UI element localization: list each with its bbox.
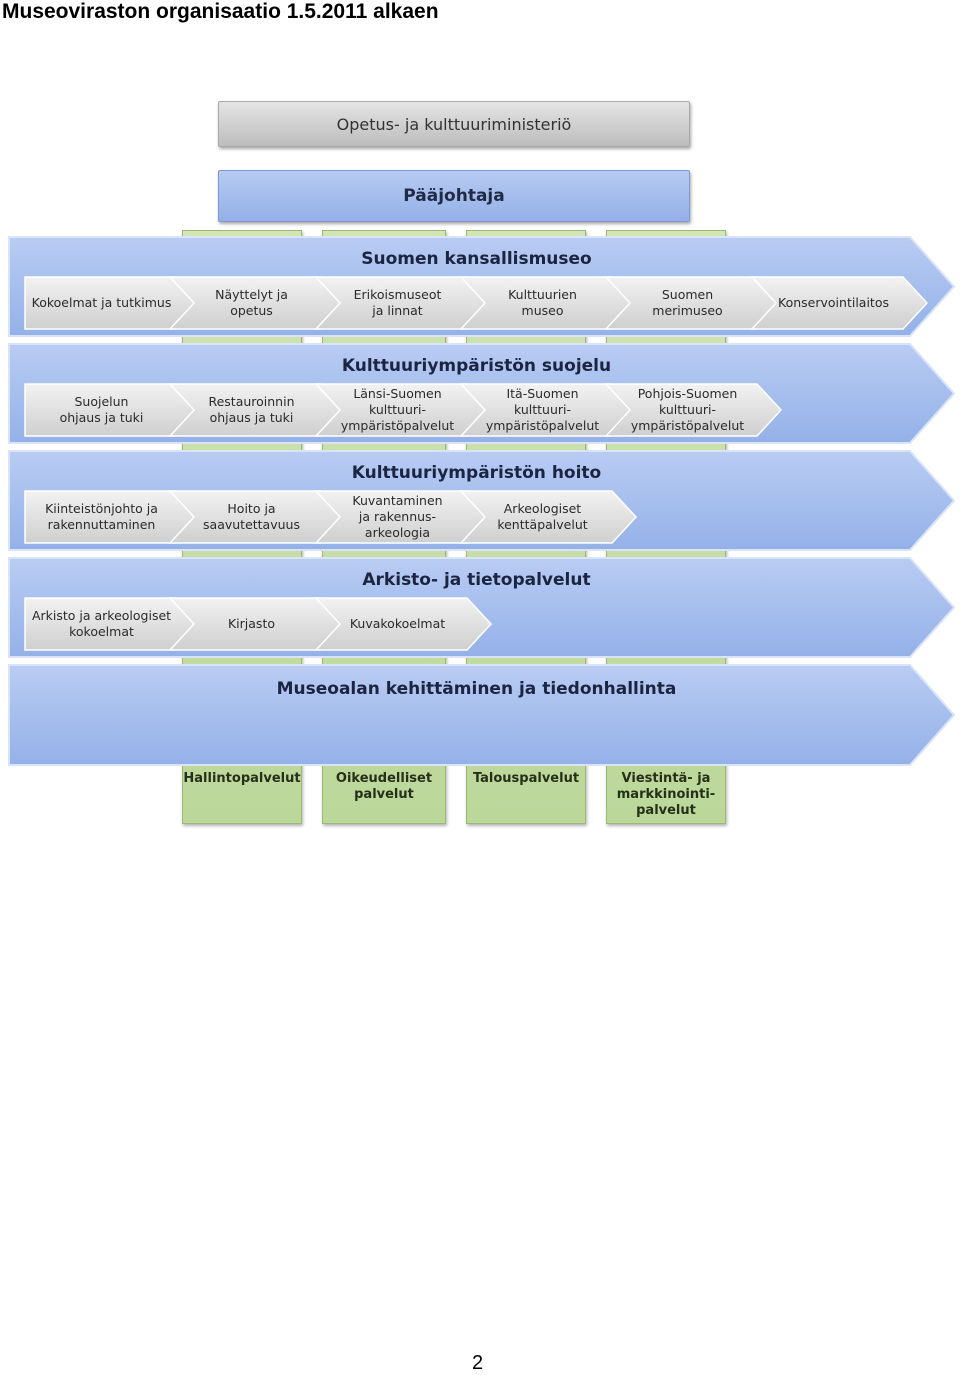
unit-chevron-shape — [750, 276, 929, 330]
page-number: 2 — [472, 1352, 484, 1374]
ministry-box: Opetus- ja kulttuuriministeriö — [218, 101, 690, 147]
department-band-4: Museoalan kehittäminen ja tiedonhallinta — [8, 664, 956, 766]
unit-label: Pohjois-Suomen kulttuuri- ympäristöpalve… — [630, 386, 745, 433]
unit-label: Kuvantaminen ja rakennus- arkeologia — [352, 493, 443, 540]
unit-label: Kulttuurien museo — [508, 287, 577, 318]
support-column-label: Oikeudelliset palvelut — [335, 771, 433, 802]
unit-chevron-shape — [459, 490, 638, 544]
unit-chevron — [604, 383, 783, 437]
director-box: Pääjohtaja — [218, 170, 690, 222]
band-title: Kulttuuriympäristön suojelu — [341, 356, 612, 376]
unit-label: Arkisto ja arkeologiset kokoelmat — [31, 608, 172, 639]
unit-label: Itä-Suomen kulttuuri- ympäristöpalvelut — [485, 386, 600, 433]
unit-label: Näyttelyt ja opetus — [215, 287, 288, 318]
unit-label: Kirjasto — [227, 616, 275, 631]
unit-label: Suojelun ohjaus ja tuki — [59, 394, 144, 425]
unit-chevron — [314, 597, 493, 651]
band-arrow — [8, 664, 956, 766]
unit-chevron — [750, 276, 929, 330]
unit-label: Kokoelmat ja tutkimus — [31, 295, 172, 310]
support-column-label: Viestintä- ja markkinointi- palvelut — [616, 771, 716, 818]
band-title: Kulttuuriympäristön hoito — [351, 463, 602, 483]
unit-chevron-shape — [314, 597, 493, 651]
unit-label: Länsi-Suomen kulttuuri- ympäristöpalvelu… — [340, 386, 455, 433]
support-column-label: Talouspalvelut — [472, 771, 580, 786]
band-title: Arkisto- ja tietopalvelut — [362, 570, 591, 590]
unit-label: Restauroinnin ohjaus ja tuki — [208, 394, 295, 425]
support-column-label: Hallintopalvelut — [183, 771, 301, 786]
unit-label: Kuvakokoelmat — [349, 616, 446, 631]
unit-label: Konservointilaitos — [778, 295, 889, 310]
page-title: Museoviraston organisaatio 1.5.2011 alka… — [2, 0, 439, 23]
band-arrow-shape — [8, 664, 956, 766]
unit-label: Erikoismuseot ja linnat — [353, 287, 442, 318]
band-title: Museoalan kehittäminen ja tiedonhallinta — [276, 679, 677, 699]
ministry-label: Opetus- ja kulttuuriministeriö — [336, 114, 572, 134]
band-title: Suomen kansallismuseo — [361, 249, 592, 269]
unit-label: Arkeologiset kenttäpalvelut — [497, 501, 588, 532]
unit-chevron-shape — [604, 383, 783, 437]
director-label: Pääjohtaja — [403, 186, 505, 206]
unit-label: Suomen merimuseo — [652, 287, 723, 318]
unit-label: Hoito ja saavutettavuus — [203, 501, 300, 532]
unit-label: Kiinteistönjohto ja rakennuttaminen — [45, 501, 158, 532]
unit-chevron — [459, 490, 638, 544]
